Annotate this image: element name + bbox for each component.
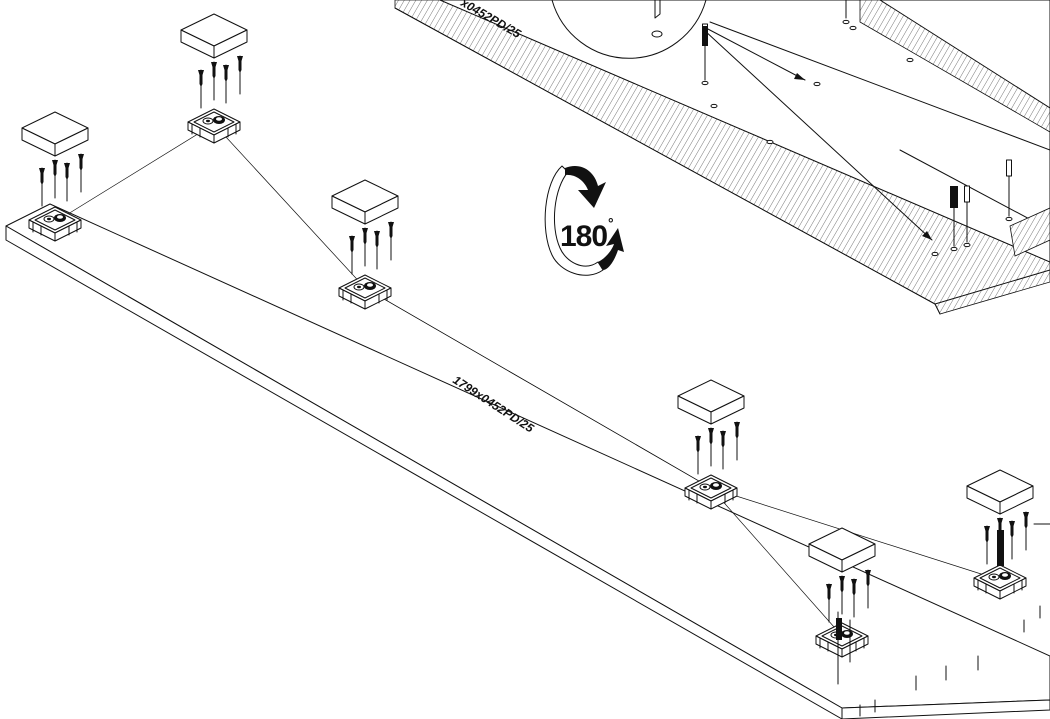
main-panel: 1799x0452PD/25 xyxy=(5,123,1050,719)
corner-assembly-1 xyxy=(22,112,88,241)
rotation-value: 180 xyxy=(560,220,607,253)
main-panel-side-edge xyxy=(841,699,1050,719)
rotation-arrow-icon xyxy=(565,166,606,208)
detail-zoom-circle xyxy=(551,0,707,59)
corner-assembly-3 xyxy=(332,180,398,309)
rotation-indicator: 180 ° xyxy=(544,165,624,276)
main-panel-front-edge xyxy=(5,225,843,719)
upper-panel-top xyxy=(439,0,1050,263)
upper-panel: x0452PD/25 xyxy=(394,0,1050,315)
corner-assembly-4 xyxy=(678,380,744,509)
rotation-degree: ° xyxy=(608,215,614,231)
corner-assembly-2 xyxy=(181,14,247,143)
